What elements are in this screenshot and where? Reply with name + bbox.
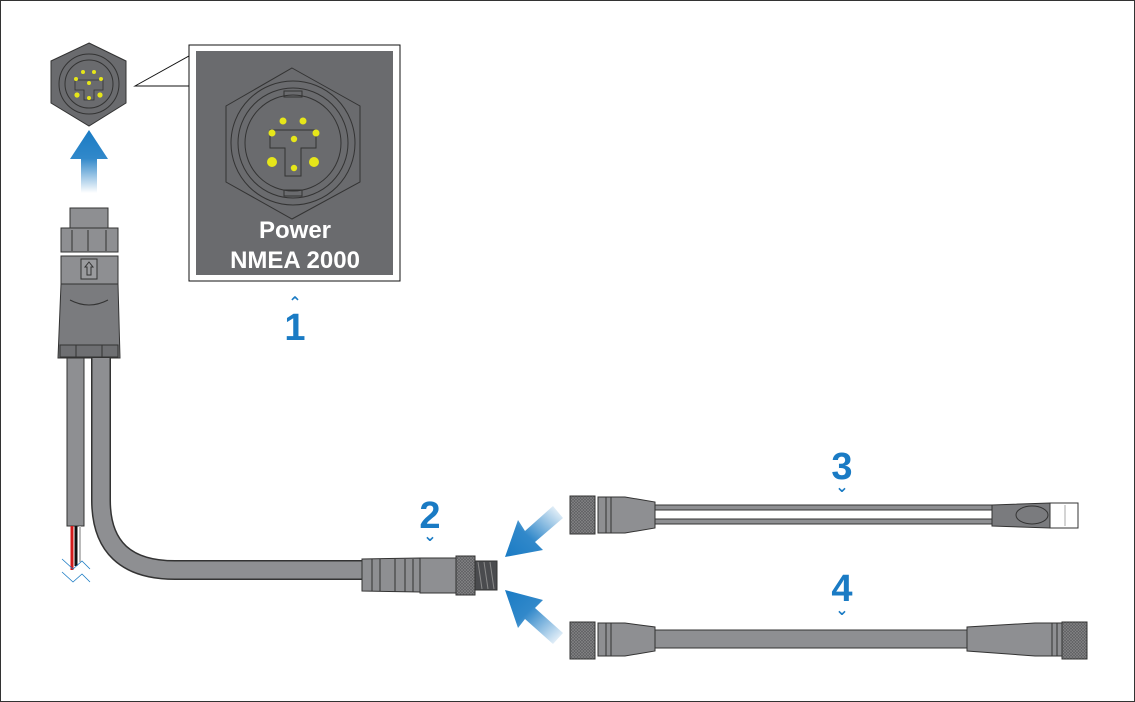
caret-down-4: ⌄ [835,600,849,619]
caret-up-1: ⌃ [288,293,302,312]
label-number-1: 1 [284,307,306,349]
callout-box [188,44,401,282]
caret-down-3: ⌄ [835,477,849,496]
power-nmea-connector [57,207,121,359]
insert-arrow-up [70,130,108,193]
caret-down-2: ⌄ [423,526,437,545]
insert-arrow-up-left [505,590,563,644]
power-cable [61,357,91,583]
insert-arrow-down-left [505,506,563,557]
label-number-4: 4 [831,568,853,610]
callout-pointer [133,55,190,87]
label-number-3: 3 [831,446,853,488]
cable-4 [569,621,1088,660]
label-number-2: 2 [419,495,441,537]
male-connector-2 [361,555,498,596]
nmea-cable [92,358,365,579]
callout-label-nmea: NMEA 2000 [230,247,360,274]
cable-3 [569,495,1079,535]
connector-face-small [50,42,127,127]
nmea-cable-outline [91,358,365,580]
callout-label-power: Power [258,217,332,244]
